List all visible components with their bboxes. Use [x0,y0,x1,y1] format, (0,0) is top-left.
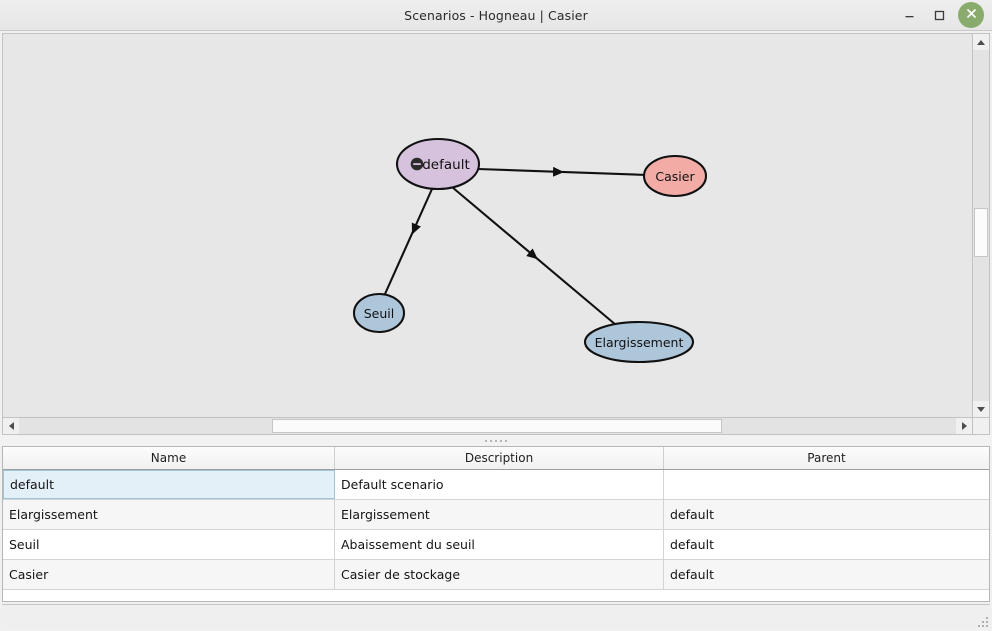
window-title: Scenarios - Hogneau | Casier [404,7,588,23]
scenario-table-region: Name Description Parent default Default … [0,446,992,602]
edge-default-seuil [384,188,433,295]
scroll-right-button[interactable] [956,418,972,434]
chevron-left-icon [8,422,14,430]
chevron-right-icon [961,422,967,430]
table-row[interactable]: Seuil Abaissement du seuil default [3,530,989,560]
cell-parent[interactable] [664,470,989,499]
cell-name[interactable]: Seuil [3,530,335,559]
node-seuil-shape [352,292,406,334]
cell-parent[interactable]: default [670,567,714,582]
table-empty-area[interactable] [3,590,989,601]
node-casier-label: Casier [655,169,695,184]
cell-name[interactable]: Casier [3,560,335,589]
scroll-down-button[interactable] [973,401,989,417]
minimize-icon [903,9,916,22]
graph-node-casier[interactable]: Casier [642,154,708,198]
cell-description[interactable]: Casier de stockage [335,560,664,589]
status-bar [2,604,990,629]
scroll-left-button[interactable] [3,418,19,434]
edge-default-casier [477,167,649,177]
cell-description[interactable]: Default scenario [335,470,664,499]
cell-name[interactable]: Elargissement [3,500,335,529]
scenario-graph-svg: default Casier Seuil Elargissement [352,137,708,364]
node-seuil-label: Seuil [364,306,395,321]
vscroll-thumb[interactable] [974,207,988,258]
cell-description[interactable]: Abaissement du seuil [335,530,664,559]
graph-node-elargissement[interactable]: Elargissement [583,320,695,364]
graph-vertical-scrollbar[interactable] [973,33,990,418]
window-controls [894,2,992,28]
column-header-name[interactable]: Name [3,447,335,469]
vscroll-track[interactable] [973,50,989,401]
node-default-label: default [422,157,470,173]
column-header-description[interactable]: Description [335,447,664,469]
node-elargissement-shape [583,320,695,364]
graph-horizontal-scrollbar[interactable] [2,418,973,435]
close-button[interactable] [958,2,984,28]
scroll-up-button[interactable] [973,34,989,50]
graph-region: default Casier Seuil Elargissement [0,31,992,435]
graph-edges [384,166,649,326]
scrollbar-corner [973,418,990,435]
scenario-table: Name Description Parent default Default … [2,446,990,602]
cell-parent[interactable]: default [670,507,714,522]
table-header-row: Name Description Parent [3,447,989,470]
splitter-handle[interactable] [0,435,992,446]
title-bar[interactable]: Scenarios - Hogneau | Casier [0,0,992,31]
cell-name[interactable]: default [3,470,335,499]
table-row[interactable]: Elargissement Elargissement default [3,500,989,530]
graph-horizontal-scrollbar-row [2,418,990,435]
graph-node-default[interactable]: default [395,137,481,191]
chevron-up-icon [977,39,985,45]
column-header-parent[interactable]: Parent [807,451,846,465]
table-row[interactable]: default Default scenario [3,470,989,500]
hscroll-thumb[interactable] [271,419,722,433]
node-elargissement-label: Elargissement [595,335,684,350]
collapse-minus-icon[interactable] [410,157,424,171]
resize-grip-icon[interactable] [974,613,988,627]
node-casier-shape [642,154,708,198]
cell-parent[interactable]: default [670,537,714,552]
scenario-graph-canvas[interactable]: default Casier Seuil Elargissement [2,33,973,418]
table-row[interactable]: Casier Casier de stockage default [3,560,989,590]
hscroll-track[interactable] [19,418,956,434]
minimize-button[interactable] [894,2,924,28]
maximize-button[interactable] [924,2,954,28]
graph-node-seuil[interactable]: Seuil [352,292,406,334]
cell-description[interactable]: Elargissement [335,500,664,529]
maximize-icon [933,9,946,22]
node-default-shape [395,137,481,191]
chevron-down-icon [977,406,985,412]
close-icon [964,6,979,24]
splitter-dots-icon [485,439,507,442]
